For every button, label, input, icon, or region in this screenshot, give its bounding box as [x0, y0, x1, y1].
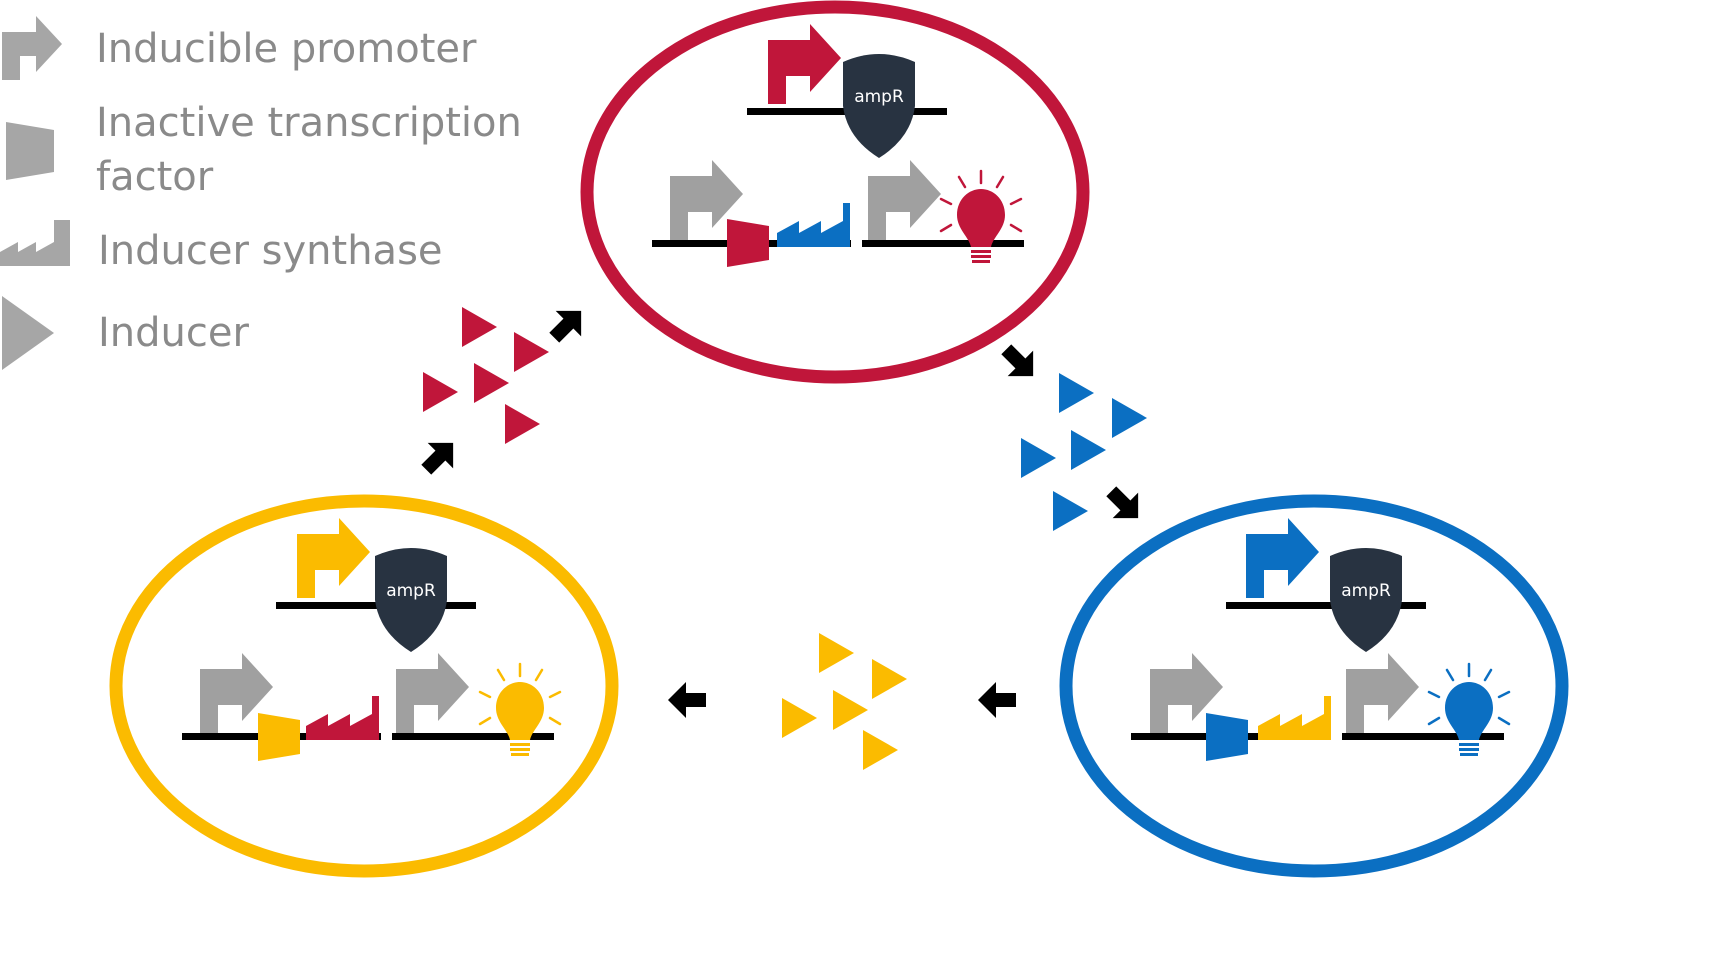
legend-item-transcription-factor: Inactive transcription factor [6, 100, 522, 200]
resistance-plasmid: ampR [276, 518, 476, 652]
legend-label-inducer: Inducer [98, 310, 249, 356]
inducer-triangle [505, 404, 540, 444]
inducer-triangle [1071, 430, 1106, 470]
inducer-triangle [514, 332, 549, 372]
inducer-triangle [474, 363, 509, 403]
circuit-plasmid [652, 160, 1024, 267]
inducer-cluster [423, 307, 549, 444]
legend-item-synthase: Inducer synthase [0, 220, 443, 274]
inducer-triangle [819, 633, 854, 673]
black-arrow-icon [541, 298, 594, 351]
inducer-triangle [462, 307, 497, 347]
cell-blue: ampR [1059, 494, 1569, 878]
inducer-triangle [1059, 373, 1094, 413]
circuit-plasmid [1131, 653, 1511, 761]
light-bulb-icon [1427, 662, 1511, 756]
black-arrow-icon [668, 682, 706, 718]
circuit-plasmid [182, 653, 562, 761]
factory-icon [1258, 696, 1331, 740]
shield-label: ampR [386, 581, 436, 601]
inducer-triangle [872, 659, 907, 699]
shield-icon: ampR [1330, 548, 1402, 652]
inducer-cluster [782, 633, 907, 770]
promoter-arrow-icon [396, 653, 469, 733]
factory-icon [777, 203, 850, 247]
shield-label: ampR [1341, 581, 1391, 601]
inducer-triangle [782, 698, 817, 738]
cell-red: ampR [580, 0, 1090, 384]
promoter-arrow-icon [1346, 653, 1419, 733]
inducer-triangle [1021, 438, 1056, 478]
triangle-icon [2, 296, 54, 370]
cell-membrane [1059, 494, 1569, 878]
promoter-arrow-icon [768, 24, 841, 104]
light-bulb-icon [478, 662, 562, 756]
black-arrow-icon [978, 682, 1016, 718]
transcription-factor-icon [1206, 713, 1248, 761]
inducer-triangle [423, 372, 458, 412]
signal-yellow-to-red [413, 298, 594, 483]
legend-label-factor-line1: Inactive transcription [96, 100, 522, 146]
transcription-factor-icon [727, 219, 769, 267]
shield-icon: ampR [843, 54, 915, 158]
legend-label-factor-line2: factor [96, 154, 214, 200]
transcription-factor-icon [6, 122, 54, 180]
factory-icon [306, 696, 379, 740]
resistance-plasmid: ampR [747, 24, 947, 158]
cell-membrane [580, 0, 1090, 384]
promoter-arrow-icon [2, 16, 62, 80]
legend-item-promoter: Inducible promoter [2, 16, 477, 80]
light-bulb-icon [939, 169, 1023, 263]
inducer-triangle [833, 690, 868, 730]
signal-blue-to-yellow [668, 633, 1016, 770]
dna-strand [392, 733, 554, 740]
legend-label-promoter: Inducible promoter [96, 26, 477, 72]
legend-label-synthase: Inducer synthase [98, 228, 443, 274]
cell-yellow: ampR [109, 494, 619, 878]
factory-icon [0, 220, 70, 266]
shield-label: ampR [854, 87, 904, 107]
promoter-arrow-icon [1246, 518, 1319, 598]
promoter-arrow-icon [868, 160, 941, 240]
legend: Inducible promoter Inactive transcriptio… [0, 16, 522, 370]
shield-icon: ampR [375, 548, 447, 652]
black-arrow-icon [1098, 478, 1151, 531]
inducer-triangle [1112, 398, 1147, 438]
signal-red-to-blue [993, 336, 1151, 531]
legend-item-inducer: Inducer [2, 296, 249, 370]
cell-membrane [109, 494, 619, 878]
black-arrow-icon [413, 430, 466, 483]
inducer-triangle [863, 730, 898, 770]
inducer-triangle [1053, 491, 1088, 531]
black-arrow-icon [993, 336, 1046, 389]
dna-strand [862, 240, 1024, 247]
dna-strand [1226, 602, 1426, 609]
transcription-factor-icon [258, 713, 300, 761]
resistance-plasmid: ampR [1226, 518, 1426, 652]
dna-strand [1342, 733, 1504, 740]
promoter-arrow-icon [297, 518, 370, 598]
